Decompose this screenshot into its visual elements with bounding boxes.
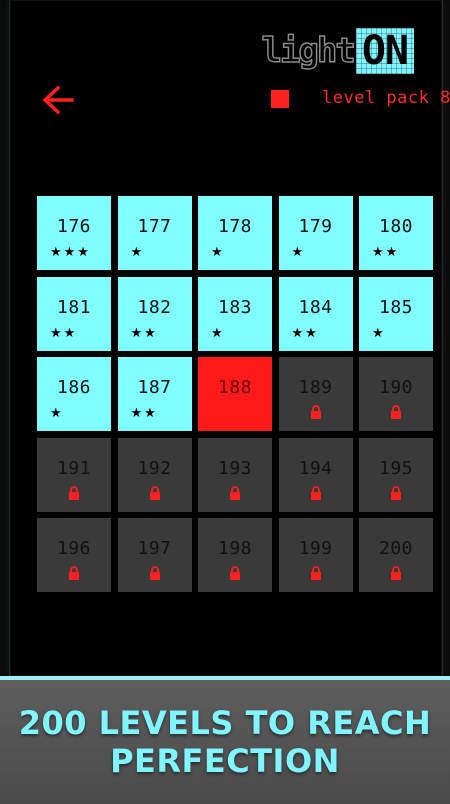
level-tile-194: 194 bbox=[278, 437, 353, 512]
lock-icon bbox=[310, 566, 321, 580]
star-rating: ★ bbox=[211, 245, 225, 260]
level-number: 196 bbox=[56, 538, 91, 559]
lock-icon bbox=[391, 566, 401, 580]
level-number: 184 bbox=[298, 296, 333, 318]
lock-icon bbox=[149, 566, 160, 580]
level-tile-198: 198 bbox=[198, 518, 272, 592]
game-logo: light ON bbox=[261, 28, 414, 74]
logo-light-text: light bbox=[261, 30, 357, 72]
level-number: 197 bbox=[137, 538, 172, 559]
level-number: 187 bbox=[137, 377, 172, 398]
level-number: 182 bbox=[137, 296, 172, 318]
level-tile-180[interactable]: 180 ★★ bbox=[359, 196, 433, 270]
promo-banner: 200 LEVELS TO REACH PERFECTION bbox=[0, 676, 450, 804]
level-number: 198 bbox=[217, 538, 252, 559]
lock-icon bbox=[69, 485, 79, 500]
level-number: 176 bbox=[56, 216, 91, 237]
logo-on-text: ON bbox=[356, 28, 414, 74]
level-tile-192: 192 bbox=[117, 437, 192, 512]
level-tile-191: 191 bbox=[37, 437, 111, 512]
level-number: 183 bbox=[217, 296, 252, 318]
level-number: 178 bbox=[217, 216, 252, 237]
level-number: 194 bbox=[298, 457, 333, 479]
back-button[interactable] bbox=[40, 84, 76, 116]
level-number: 191 bbox=[56, 457, 91, 479]
level-tile-189: 189 bbox=[278, 357, 353, 431]
banner-text: 200 LEVELS TO REACH PERFECTION bbox=[0, 704, 450, 780]
star-rating: ★ bbox=[130, 245, 145, 260]
level-number: 193 bbox=[217, 457, 252, 479]
level-tile-179[interactable]: 179 ★ bbox=[278, 196, 353, 270]
lock-icon bbox=[69, 566, 79, 580]
level-tile-195: 195 bbox=[359, 437, 433, 512]
level-number: 177 bbox=[137, 216, 172, 237]
level-tile-193: 193 bbox=[198, 437, 272, 512]
level-number: 192 bbox=[137, 457, 172, 479]
level-tile-190: 190 bbox=[359, 357, 433, 431]
arrow-left-icon bbox=[42, 85, 74, 115]
level-number: 190 bbox=[378, 377, 413, 398]
level-tile-199: 199 bbox=[278, 518, 353, 592]
star-rating: ★ bbox=[211, 325, 225, 341]
level-tile-182[interactable]: 182 ★★ bbox=[117, 276, 192, 351]
star-rating: ★★ bbox=[372, 245, 400, 260]
lock-icon bbox=[230, 566, 240, 580]
level-tile-178[interactable]: 178 ★ bbox=[198, 196, 272, 270]
level-number: 186 bbox=[56, 377, 91, 398]
level-tile-196: 196 bbox=[37, 518, 111, 592]
star-rating: ★★ bbox=[50, 325, 78, 341]
level-tile-200: 200 bbox=[359, 518, 433, 592]
lock-icon bbox=[310, 405, 321, 419]
star-rating: ★★ bbox=[291, 325, 319, 341]
lock-icon bbox=[310, 485, 321, 500]
level-number: 195 bbox=[378, 457, 413, 479]
level-number: 181 bbox=[56, 296, 91, 318]
level-pack-indicator bbox=[271, 90, 289, 108]
level-number: 180 bbox=[378, 216, 413, 237]
star-rating: ★ bbox=[372, 325, 386, 341]
level-pack-label: level pack 8 bbox=[322, 88, 450, 108]
level-tile-197: 197 bbox=[117, 518, 192, 592]
level-tile-181[interactable]: 181 ★★ bbox=[37, 276, 111, 351]
lock-icon bbox=[149, 485, 160, 500]
level-tile-187[interactable]: 187 ★★ bbox=[117, 357, 192, 431]
level-tile-184[interactable]: 184 ★★ bbox=[278, 276, 353, 351]
banner-line-2: PERFECTION bbox=[110, 742, 340, 780]
level-number: 200 bbox=[378, 538, 413, 559]
level-tile-185[interactable]: 185 ★ bbox=[359, 276, 433, 351]
level-number: 185 bbox=[378, 296, 413, 318]
banner-line-1: 200 LEVELS TO REACH bbox=[18, 704, 432, 742]
level-tile-177[interactable]: 177 ★ bbox=[117, 196, 192, 270]
game-screen: light ON level pack 8 176★★★177★178★179★… bbox=[9, 0, 450, 676]
level-tile-188[interactable]: 188 bbox=[198, 357, 272, 431]
lock-icon bbox=[230, 485, 240, 500]
level-tile-176[interactable]: 176 ★★★ bbox=[37, 196, 111, 270]
lock-icon bbox=[391, 405, 401, 419]
level-tile-186[interactable]: 186 ★ bbox=[37, 357, 111, 431]
star-rating: ★★★ bbox=[50, 245, 91, 260]
lock-icon bbox=[391, 485, 401, 500]
star-rating: ★ bbox=[50, 406, 64, 421]
level-number: 199 bbox=[298, 538, 333, 559]
level-tile-183[interactable]: 183 ★ bbox=[198, 276, 272, 351]
level-number: 188 bbox=[217, 377, 252, 398]
star-rating: ★★ bbox=[130, 406, 158, 421]
level-number: 179 bbox=[298, 216, 333, 237]
level-grid: 176★★★177★178★179★180★★181★★182★★183★184… bbox=[37, 196, 433, 592]
level-number: 189 bbox=[298, 377, 333, 398]
star-rating: ★★ bbox=[130, 325, 158, 341]
star-rating: ★ bbox=[291, 245, 306, 260]
